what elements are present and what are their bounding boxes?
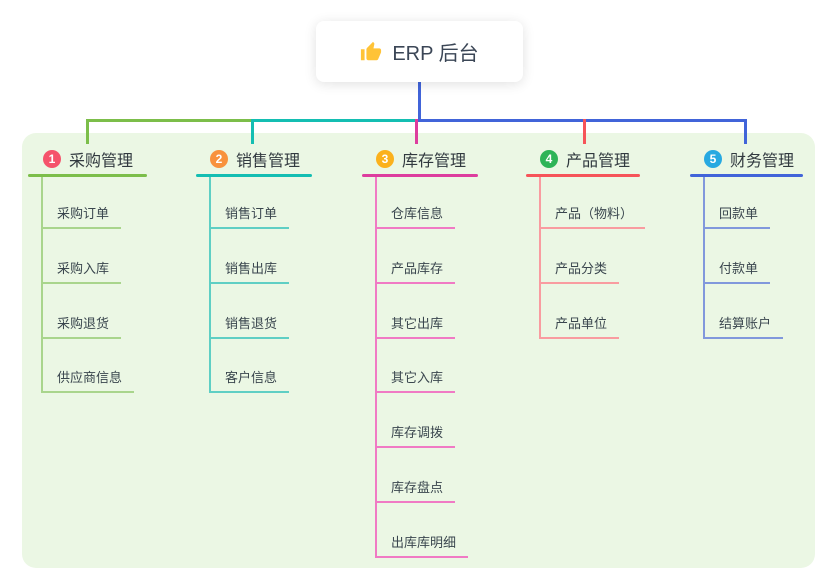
branch-title-3[interactable]: 3 库存管理 (376, 147, 466, 171)
child-label: 出库库明细 (391, 535, 457, 550)
child-label: 采购退货 (57, 316, 110, 331)
branch-drop-line-5 (744, 119, 747, 144)
child-label: 回款单 (719, 206, 759, 221)
child-node[interactable]: 产品分类 (539, 258, 620, 284)
child-node[interactable]: 仓库信息 (375, 203, 456, 229)
child-label: 客户信息 (225, 370, 278, 385)
child-label: 付款单 (719, 261, 759, 276)
root-label: ERP 后台 (392, 43, 479, 65)
child-node[interactable]: 其它入库 (375, 367, 456, 393)
child-node[interactable]: 产品库存 (375, 258, 456, 284)
branch-title-2[interactable]: 2 销售管理 (210, 147, 300, 171)
branches-background-panel (22, 133, 815, 568)
child-label: 采购入库 (57, 261, 110, 276)
branch-number-badge: 3 (376, 150, 394, 168)
child-node[interactable]: 库存调拨 (375, 422, 456, 448)
child-node[interactable]: 产品（物料） (539, 203, 646, 229)
child-node[interactable]: 库存盘点 (375, 477, 456, 503)
child-label: 销售订单 (225, 206, 278, 221)
child-label: 销售退货 (225, 316, 278, 331)
connector-rail-segment-teal (252, 119, 417, 122)
child-node[interactable]: 客户信息 (209, 367, 290, 393)
branch-title-label: 库存管理 (402, 153, 467, 170)
branch-drop-line-4 (583, 119, 586, 144)
branch-title-label: 产品管理 (566, 153, 631, 170)
branch-underline-5 (690, 174, 803, 177)
branch-trunk-line-2 (209, 176, 211, 393)
child-node[interactable]: 结算账户 (703, 313, 784, 339)
child-label: 其它入库 (391, 370, 444, 385)
thumbs-up-icon (360, 41, 382, 63)
branch-title-1[interactable]: 1 采购管理 (43, 147, 133, 171)
child-node[interactable]: 供应商信息 (41, 367, 135, 393)
branch-trunk-line-3 (375, 176, 377, 558)
child-node[interactable]: 采购入库 (41, 258, 122, 284)
branch-underline-4 (526, 174, 640, 177)
branch-underline-3 (362, 174, 478, 177)
branch-underline-1 (28, 174, 147, 177)
connector-rail-segment-green (86, 119, 253, 122)
root-stem-line (418, 82, 421, 120)
branch-trunk-line-4 (539, 176, 541, 339)
branch-underline-2 (196, 174, 312, 177)
child-node[interactable]: 采购退货 (41, 313, 122, 339)
child-node[interactable]: 采购订单 (41, 203, 122, 229)
branch-drop-line-3 (415, 119, 418, 144)
child-label: 产品单位 (555, 316, 608, 331)
child-label: 其它出库 (391, 316, 444, 331)
root-node[interactable]: ERP 后台 (316, 21, 523, 82)
branch-drop-line-2 (251, 119, 254, 144)
child-label: 供应商信息 (57, 370, 123, 385)
branch-title-label: 销售管理 (236, 153, 301, 170)
child-label: 结算账户 (719, 316, 772, 331)
child-node[interactable]: 销售退货 (209, 313, 290, 339)
child-label: 库存盘点 (391, 480, 444, 495)
connector-rail-segment-blue (416, 119, 747, 122)
child-node[interactable]: 产品单位 (539, 313, 620, 339)
branch-number-badge: 2 (210, 150, 228, 168)
child-node[interactable]: 回款单 (703, 203, 771, 229)
branch-number-badge: 1 (43, 150, 61, 168)
child-node[interactable]: 销售订单 (209, 203, 290, 229)
branch-trunk-line-1 (41, 176, 43, 393)
child-node[interactable]: 其它出库 (375, 313, 456, 339)
child-node[interactable]: 付款单 (703, 258, 771, 284)
child-node[interactable]: 出库库明细 (375, 532, 469, 558)
branch-number-badge: 4 (540, 150, 558, 168)
child-label: 产品（物料） (555, 206, 634, 221)
child-label: 库存调拨 (391, 425, 444, 440)
child-label: 仓库信息 (391, 206, 444, 221)
branch-title-5[interactable]: 5 财务管理 (704, 147, 794, 171)
child-node[interactable]: 销售出库 (209, 258, 290, 284)
child-label: 产品库存 (391, 261, 444, 276)
child-label: 产品分类 (555, 261, 608, 276)
branch-trunk-line-5 (703, 176, 705, 339)
branch-title-label: 财务管理 (730, 153, 795, 170)
branch-number-badge: 5 (704, 150, 722, 168)
branch-drop-line-1 (86, 119, 89, 144)
branch-title-4[interactable]: 4 产品管理 (540, 147, 630, 171)
branch-title-label: 采购管理 (69, 153, 134, 170)
child-label: 销售出库 (225, 261, 278, 276)
child-label: 采购订单 (57, 206, 110, 221)
